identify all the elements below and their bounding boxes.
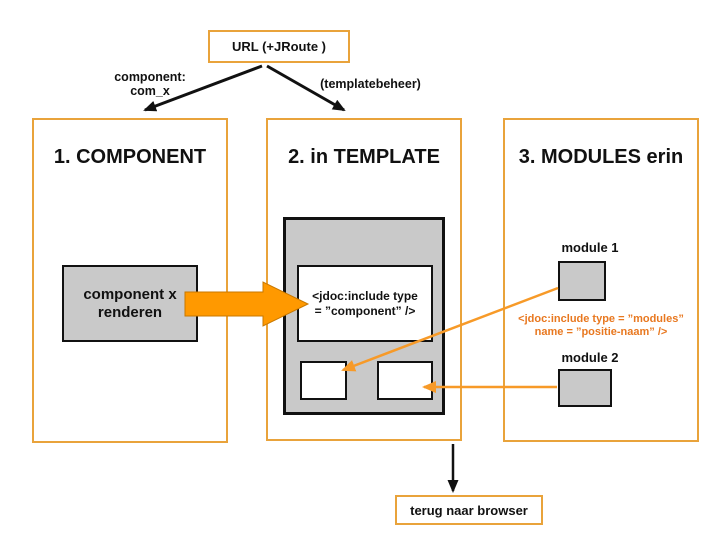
branch-label-component: component: com_x [114, 70, 186, 99]
column-template-title: 2. in TEMPLATE [288, 146, 440, 168]
column-component-title: 1. COMPONENT [53, 146, 207, 168]
module1-label: module 1 [561, 240, 619, 255]
module-position-box-1 [300, 361, 347, 400]
module2-label: module 2 [561, 350, 619, 365]
component-render-box: component x renderen [62, 265, 198, 342]
url-box-label: URL (+JRoute ) [231, 39, 326, 54]
column-modules-title: 3. MODULES erin [518, 146, 684, 168]
jdoc-modules-text: <jdoc:include type = ”modules” name = ”p… [518, 313, 684, 338]
module1-box [558, 261, 606, 301]
return-to-browser-label: terug naar browser [410, 502, 528, 518]
url-box: URL (+JRoute ) [208, 30, 350, 63]
module2-box [558, 369, 612, 407]
branch-label-templatebeheer: (templatebeheer) [320, 77, 421, 91]
jdoc-component-box: <jdoc:include type = ”component” /> [297, 265, 433, 342]
module-position-box-2 [377, 361, 433, 400]
return-to-browser-box: terug naar browser [395, 495, 543, 525]
